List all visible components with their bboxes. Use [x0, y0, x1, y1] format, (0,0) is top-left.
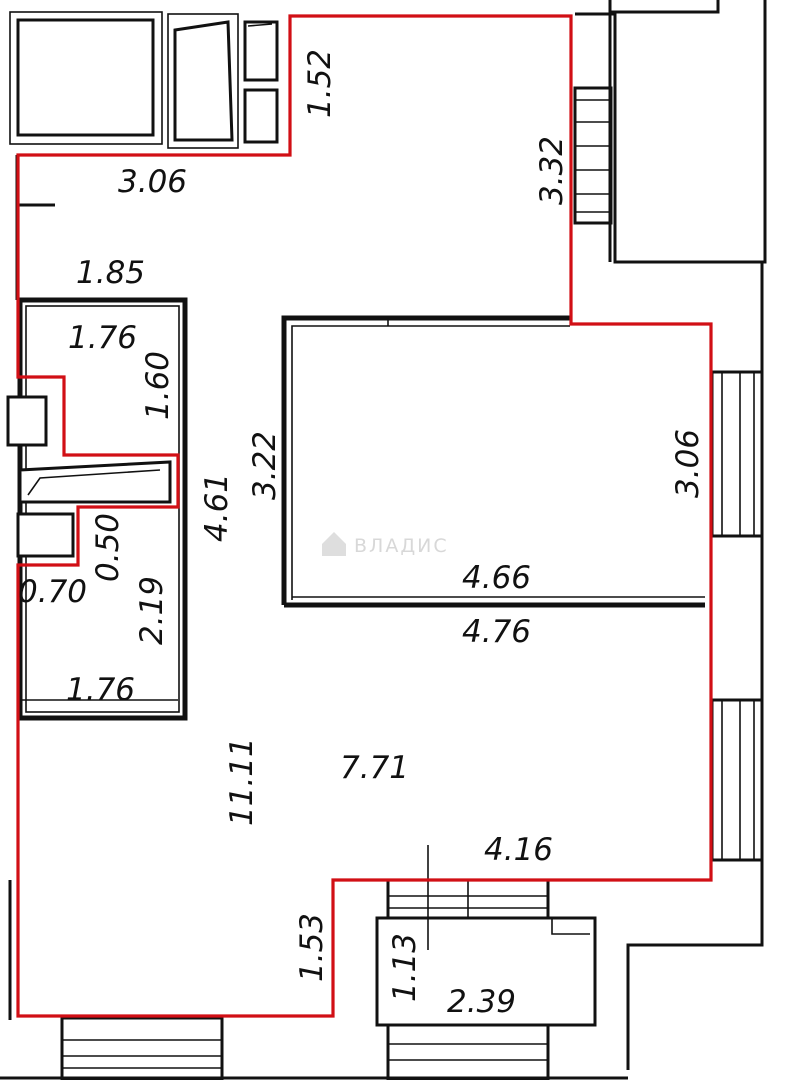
window-room — [710, 262, 764, 700]
dimension-labels: 3.06 1.52 3.32 1.85 1.76 1.60 3.22 3.06 … — [18, 49, 706, 1020]
watermark: ВЛАДИС — [322, 532, 449, 557]
window-kitchen — [573, 86, 613, 225]
dim-top-left-width: 3.06 — [118, 164, 187, 200]
dim-top-left-notch: 1.52 — [302, 49, 338, 118]
window-living — [626, 698, 764, 1070]
balcony — [375, 916, 597, 1027]
dim-step-height: 0.50 — [90, 513, 126, 582]
dim-bath-bottom-width: 1.76 — [66, 672, 135, 708]
window-bottom-left — [60, 1016, 224, 1080]
dim-room-height-left: 3.22 — [247, 431, 283, 500]
dim-room-width-inner: 4.66 — [462, 560, 531, 596]
dim-balcony-depth: 1.13 — [387, 933, 423, 1002]
dim-hall-width: 1.85 — [76, 255, 145, 291]
apartment-outline — [16, 14, 713, 1018]
dim-bottom-step: 1.53 — [294, 913, 330, 982]
dim-living-width: 7.71 — [340, 750, 409, 786]
dim-room-width-outer: 4.76 — [462, 614, 531, 650]
house-icon — [322, 532, 346, 556]
dim-bath-top-width: 1.76 — [68, 320, 137, 356]
dim-total-length: 11.11 — [224, 737, 260, 826]
dim-wc-height: 2.19 — [134, 576, 170, 645]
dim-step-width: 0.70 — [18, 574, 87, 610]
dim-balcony-width: 2.39 — [447, 984, 516, 1020]
watermark-text: ВЛАДИС — [354, 535, 449, 557]
dim-kitchen-height: 3.32 — [534, 136, 570, 205]
dim-room-height-right: 3.06 — [670, 429, 706, 498]
dim-bath-height: 1.60 — [140, 351, 176, 420]
dim-bottom-right-width: 4.16 — [484, 832, 553, 868]
dim-corridor-length: 4.61 — [199, 473, 235, 542]
